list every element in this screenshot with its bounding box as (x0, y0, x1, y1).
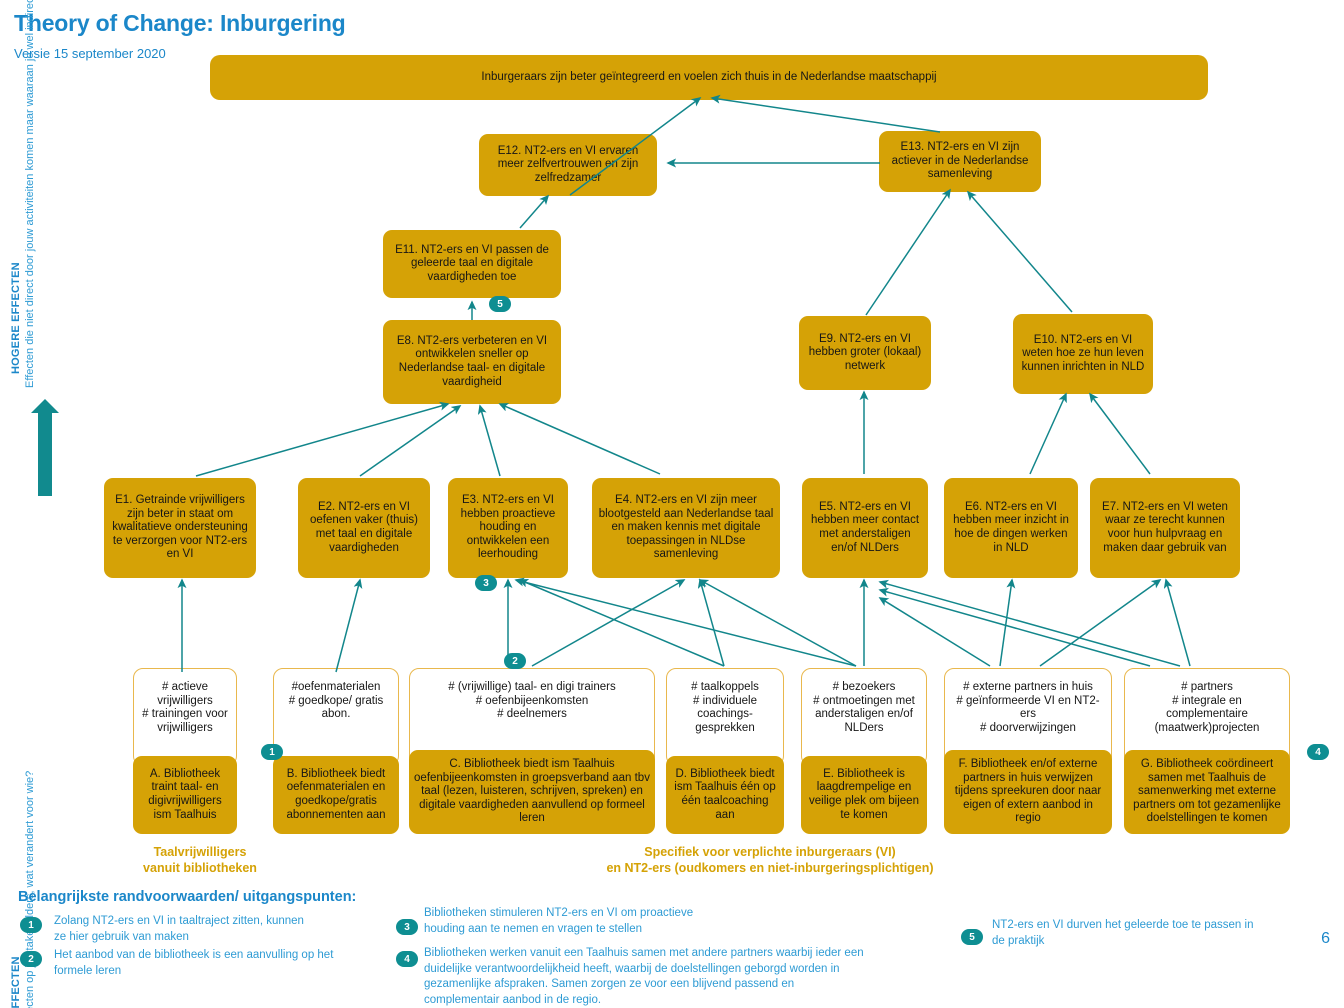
sidebar-desc-hogere-effecten: Effecten die niet direct door jouw activ… (24, 0, 36, 388)
node-E3[interactable]: E3. NT2-ers en VI hebben proactieve houd… (448, 478, 568, 578)
node-E13[interactable]: E13. NT2-ers en VI zijn actiever in de N… (879, 131, 1041, 192)
activity-D[interactable]: D. Bibliotheek biedt ism Taalhuis één op… (666, 756, 784, 834)
output-D[interactable]: # taalkoppels # individuele coachings- g… (666, 668, 784, 766)
sidebar-heading-hogere-effecten: HOGERE EFFECTEN (10, 262, 22, 374)
node-E9[interactable]: E9. NT2-ers en VI hebben groter (lokaal)… (799, 316, 931, 390)
node-E1[interactable]: E1. Getrainde vrijwilligers zijn beter i… (104, 478, 256, 578)
node-E7[interactable]: E7. NT2-ers en VI weten waar ze terecht … (1090, 478, 1240, 578)
node-E12[interactable]: E12. NT2-ers en VI ervaren meer zelfvert… (479, 134, 657, 196)
node-E8[interactable]: E8. NT2-ers verbeteren en VI ontwikkelen… (383, 320, 561, 404)
footnote-text-5: NT2-ers en VI durven het geleerde toe te… (992, 919, 1254, 947)
level-arrow-hogere-effecten (31, 399, 59, 496)
output-B[interactable]: #oefenmaterialen # goedkope/ gratis abon… (273, 668, 399, 766)
activity-B[interactable]: B. Bibliotheek biedt oefenmaterialen en … (273, 756, 399, 834)
node-E6[interactable]: E6. NT2-ers en VI hebben meer inzicht in… (944, 478, 1078, 578)
output-E[interactable]: # bezoekers # ontmoetingen met anderstal… (801, 668, 927, 766)
footnote-badge-5: 5 (961, 929, 983, 945)
footnote-badge-3: 3 (396, 919, 418, 935)
condition-badge-1[interactable]: 1 (261, 744, 283, 760)
footnotes-title: Belangrijkste randvoorwaarden/ uitgangsp… (18, 889, 357, 905)
footnote-text-2: Het aanbod van de bibliotheek is een aan… (54, 949, 334, 977)
column-label-left: Taalvrijwilligers vanuit bibliotheken (143, 845, 257, 876)
condition-badge-5[interactable]: 5 (489, 296, 511, 312)
column-label-right: Specifiek voor verplichte inburgeraars (… (606, 845, 934, 876)
node-E10[interactable]: E10. NT2-ers en VI weten hoe ze hun leve… (1013, 314, 1153, 394)
page-title: Theory of Change: Inburgering (14, 10, 346, 36)
node-E4[interactable]: E4. NT2-ers en VI zijn meer blootgesteld… (592, 478, 780, 578)
sidebar-level-hogere-effecten: HOGERE EFFECTEN Effecten die niet direct… (4, 0, 64, 496)
node-E5[interactable]: E5. NT2-ers en VI hebben meer contact me… (802, 478, 928, 578)
footnote-badge-1: 1 (20, 917, 42, 933)
footnote-badge-2: 2 (20, 951, 42, 967)
node-E2[interactable]: E2. NT2-ers en VI oefenen vaker (thuis) … (298, 478, 430, 578)
footnote-text-4: Bibliotheken werken vanuit een Taalhuis … (424, 947, 864, 1006)
sidebar-level-effecten: EFFECTEN De effecten op je stakeholders,… (4, 466, 64, 1008)
activity-A[interactable]: A. Bibliotheek traint taal- en digivrijw… (133, 756, 237, 834)
footnote-text-3: Bibliotheken stimuleren NT2-ers en VI om… (424, 907, 694, 935)
page-number: 6 (1321, 930, 1330, 947)
condition-badge-3[interactable]: 3 (475, 575, 497, 591)
version-label: Versie 15 september 2020 (14, 46, 166, 61)
output-A[interactable]: # actieve vrijwilligers # trainingen voo… (133, 668, 237, 766)
activity-G[interactable]: G. Bibliotheek coördineert samen met Taa… (1124, 750, 1290, 834)
condition-badge-2[interactable]: 2 (504, 653, 526, 669)
goal-box[interactable]: Inburgeraars zijn beter geïntegreerd en … (210, 55, 1208, 100)
footnote-text-1: Zolang NT2-ers en VI in taaltraject zitt… (54, 915, 304, 943)
activity-E[interactable]: E. Bibliotheek is laagdrempelige en veil… (801, 756, 927, 834)
sidebar-heading-effecten: EFFECTEN (10, 956, 22, 1008)
condition-badge-4[interactable]: 4 (1307, 744, 1329, 760)
output-C[interactable]: # (vrijwillige) taal- en digi trainers #… (409, 668, 655, 766)
node-E11[interactable]: E11. NT2-ers en VI passen de geleerde ta… (383, 230, 561, 298)
output-F[interactable]: # externe partners in huis # geïnformeer… (944, 668, 1112, 766)
footnote-badge-4: 4 (396, 951, 418, 967)
activity-F[interactable]: F. Bibliotheek en/of externe partners in… (944, 750, 1112, 834)
output-G[interactable]: # partners # integrale en complementaire… (1124, 668, 1290, 766)
activity-C[interactable]: C. Bibliotheek biedt ism Taalhuis oefenb… (409, 750, 655, 834)
